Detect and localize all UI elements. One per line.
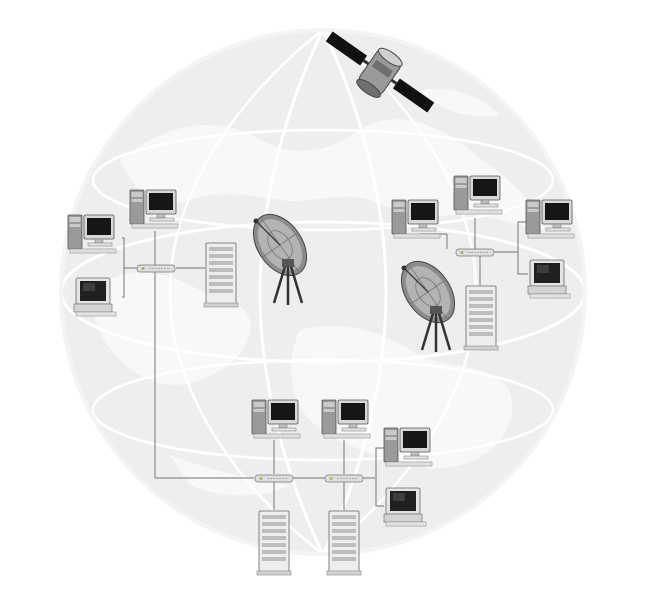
satellite-icon <box>325 31 435 113</box>
desktop-computer-icon <box>73 277 117 317</box>
server-tower-icon <box>203 242 239 308</box>
server-tower-icon <box>463 285 499 351</box>
network-hub-icon <box>254 474 294 483</box>
desktop-computer-icon <box>383 487 427 527</box>
globe-background-icon <box>59 28 587 556</box>
server-tower-icon <box>256 510 292 576</box>
server-tower-icon <box>326 510 362 576</box>
network-hub-icon <box>136 264 176 273</box>
network-hub-icon <box>324 474 364 483</box>
network-links <box>122 218 528 510</box>
desktop-computer-icon <box>527 259 571 299</box>
network-hub-icon <box>455 248 495 257</box>
